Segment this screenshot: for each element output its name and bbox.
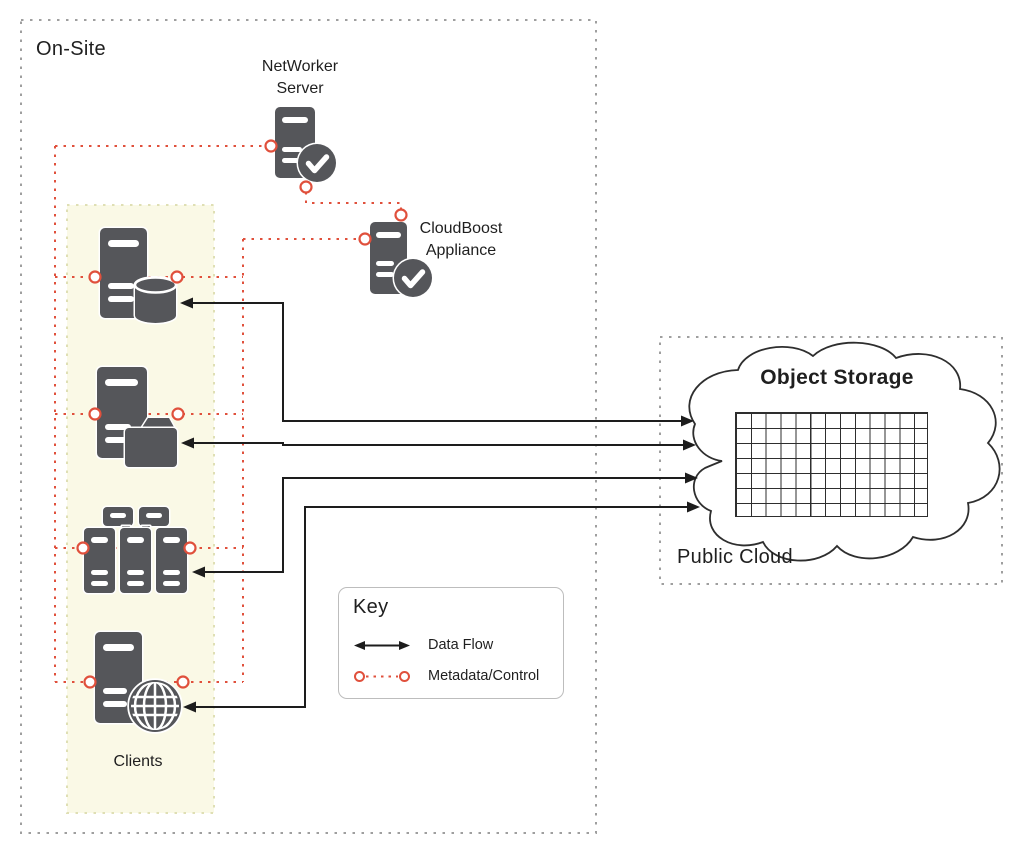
legend-entry-metadata-control: Metadata/Control xyxy=(353,668,539,684)
legend-key-box: Key Data Flow Metadata/Control xyxy=(338,587,564,699)
onsite-boundary-box xyxy=(20,19,597,834)
cloudboost-appliance-label: CloudBoost Appliance xyxy=(419,220,503,260)
legend-label-data-flow: Data Flow xyxy=(428,637,494,653)
server-globe-icon xyxy=(93,630,183,734)
data-flow-lines xyxy=(180,297,700,713)
server-folder-icon xyxy=(95,365,179,469)
double-arrow-icon xyxy=(354,640,410,650)
dotted-line-circles-icon xyxy=(354,670,410,682)
server-cluster-icon xyxy=(82,505,189,595)
object-storage-title: Object Storage xyxy=(760,366,914,389)
server-database-icon xyxy=(98,226,178,325)
networker-server-check-icon xyxy=(273,105,338,184)
cloudboost-appliance-check-icon xyxy=(368,220,434,299)
public-cloud-boundary-box xyxy=(659,336,1003,585)
legend-title: Key xyxy=(353,596,389,618)
clients-label: Clients xyxy=(113,753,163,770)
networker-server-label: NetWorker Server xyxy=(261,58,339,98)
legend-label-metadata-control: Metadata/Control xyxy=(428,668,540,684)
onsite-region-label: On-Site xyxy=(36,38,106,60)
metadata-node-circles xyxy=(76,139,408,689)
object-storage-grid xyxy=(735,412,928,517)
public-cloud-region-label: Public Cloud xyxy=(677,546,793,568)
legend-entry-data-flow: Data Flow xyxy=(353,637,493,653)
